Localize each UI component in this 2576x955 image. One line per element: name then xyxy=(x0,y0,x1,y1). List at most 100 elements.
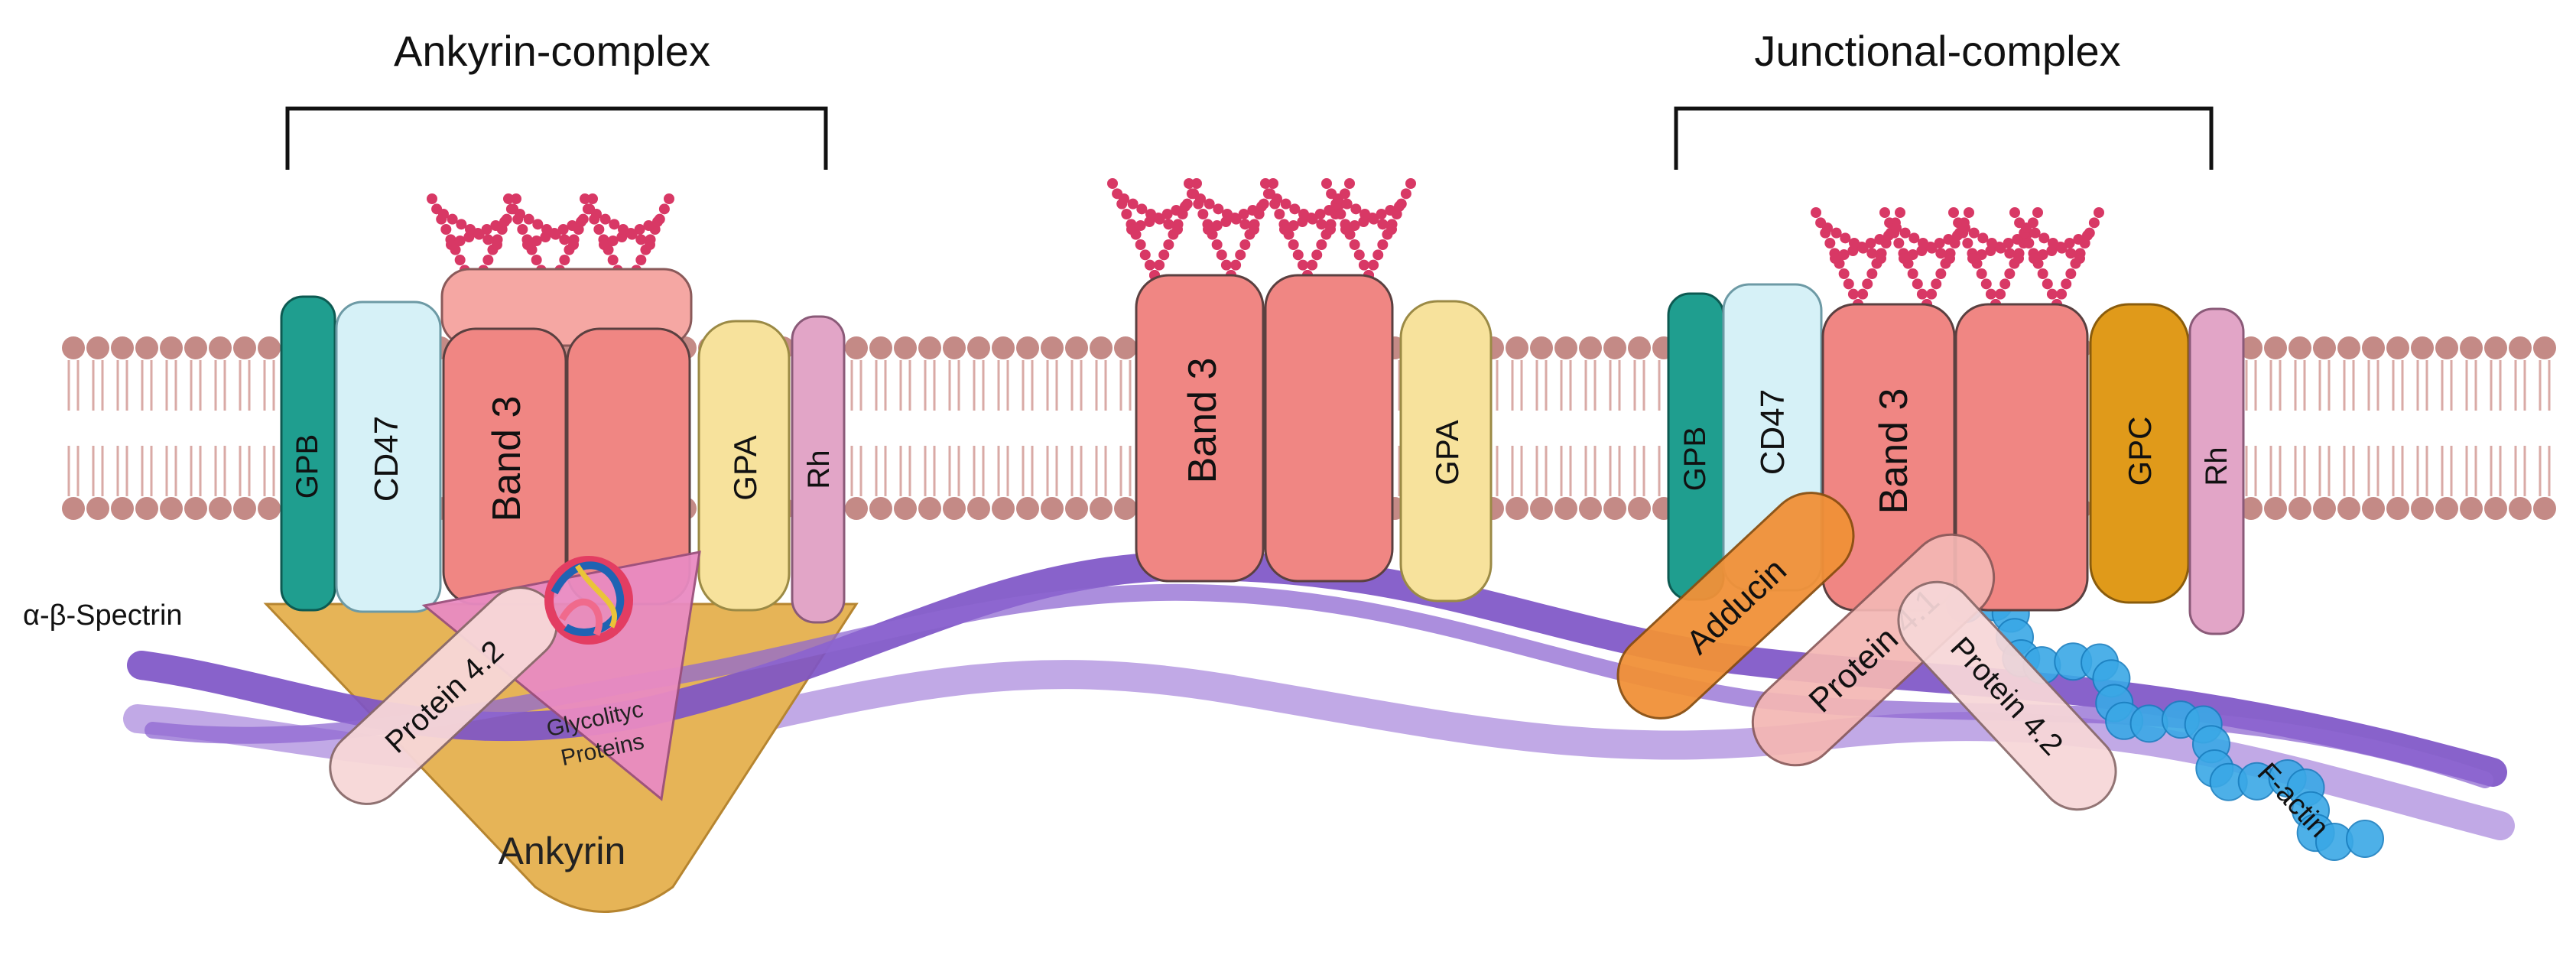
f-actin-bead xyxy=(2129,704,2168,743)
glycan-bead xyxy=(1830,253,1840,264)
lipid-head xyxy=(2264,497,2287,520)
glycan-bead xyxy=(1203,224,1213,235)
lipid-head xyxy=(1041,497,1064,520)
lipid-head xyxy=(992,497,1015,520)
lipid-head xyxy=(2509,336,2532,359)
glycan-bead xyxy=(1830,227,1842,239)
glycan-bead xyxy=(1405,178,1416,189)
glycan-bead xyxy=(1121,209,1132,219)
glycan-bead xyxy=(1967,253,1978,264)
glycan-bead xyxy=(1980,278,1992,290)
glycan-bead xyxy=(1135,220,1146,231)
glycan-bead xyxy=(1931,278,1942,290)
glycan-bead xyxy=(511,193,521,204)
glycan-bead xyxy=(1333,193,1343,204)
glycan-bead xyxy=(1948,207,1959,218)
glycan-bead xyxy=(1865,238,1876,248)
gpb-protein xyxy=(280,295,336,612)
glycan-bead xyxy=(2088,217,2100,229)
lipid-head xyxy=(184,336,207,359)
glycan-bead xyxy=(1377,239,1389,250)
glycan-bead xyxy=(1260,178,1271,189)
lipid-head xyxy=(209,336,232,359)
glycan-bead xyxy=(1136,203,1148,215)
glycan-bead xyxy=(1195,193,1206,204)
lipid-head xyxy=(1090,497,1113,520)
glycan-bead xyxy=(1249,224,1259,235)
lipid-head xyxy=(2533,497,2556,520)
glycan-bead xyxy=(427,193,437,204)
glycan-bead xyxy=(1372,249,1384,261)
lipid-head xyxy=(111,336,134,359)
gpb-label: GPB xyxy=(1678,427,1712,491)
glycan-bead xyxy=(1307,213,1318,225)
glycan-bead xyxy=(1976,249,1987,260)
rh-label: Rh xyxy=(802,450,836,489)
glycan-bead xyxy=(1838,268,1850,279)
enzyme-cluster-icon xyxy=(544,556,633,645)
glycan-bead xyxy=(1811,207,1821,218)
glycan-bead xyxy=(2048,238,2058,248)
glycan-bead xyxy=(1849,238,1860,248)
glycan-bead xyxy=(591,209,602,219)
glycan-bead xyxy=(1341,198,1353,210)
glycan-bead xyxy=(531,236,542,246)
glycan-bead xyxy=(2003,238,2014,248)
glycan-bead xyxy=(531,255,542,265)
lipid-head xyxy=(1041,336,1064,359)
lipid-head xyxy=(1065,497,1088,520)
glycan-bead xyxy=(2032,207,2043,218)
lipid-head xyxy=(1530,336,1553,359)
glycan-bead xyxy=(1866,268,1878,279)
lipid-head xyxy=(233,336,256,359)
glycan-bead xyxy=(1879,207,1890,218)
junctional-complex-bracket xyxy=(1674,106,2214,170)
glycan-bead xyxy=(1926,242,1938,254)
lipid-head xyxy=(86,336,109,359)
glycan-bead xyxy=(1256,201,1267,212)
lipid-head xyxy=(1554,497,1577,520)
lipid-head xyxy=(2313,336,2336,359)
glycan-bead xyxy=(1297,259,1308,271)
lipid-head xyxy=(869,497,892,520)
glycan-bead xyxy=(1359,209,1370,219)
glycan-bead xyxy=(522,239,533,250)
gpa-label: GPA xyxy=(1429,420,1465,486)
glycan-bead xyxy=(618,224,629,235)
glycan-bead xyxy=(2065,268,2077,279)
lipid-head xyxy=(2435,336,2458,359)
glycan-bead xyxy=(1163,219,1174,230)
glycan-bead xyxy=(1907,249,1918,260)
glycan-bead xyxy=(559,234,570,245)
glycan-bead xyxy=(482,234,494,245)
lipid-head xyxy=(1114,336,1137,359)
glycan-bead xyxy=(635,255,647,265)
rh-label: Rh xyxy=(2200,447,2233,486)
glycan-bead xyxy=(2029,227,2041,239)
glycan-bead xyxy=(652,216,663,227)
glycan-bead xyxy=(1935,268,1947,279)
lipid-head xyxy=(2484,336,2507,359)
glycan-bead xyxy=(1995,288,2006,300)
glycan-bead xyxy=(2061,278,2072,290)
lipid-head xyxy=(2240,497,2263,520)
lipid-head xyxy=(2460,336,2483,359)
lipid-head xyxy=(1530,497,1553,520)
glycan-bead xyxy=(1985,288,1996,300)
glycan-bead xyxy=(2065,248,2077,259)
glycan-bead xyxy=(2056,288,2068,300)
glycan-bead xyxy=(1211,239,1223,250)
glycan-bead xyxy=(2046,288,2058,300)
lipid-head xyxy=(1016,336,1039,359)
band3-protein xyxy=(1264,274,1394,583)
glycan-bead xyxy=(593,224,605,235)
glycan-bead xyxy=(1862,278,1873,290)
glycan-bead xyxy=(1161,209,1173,219)
glycan-bead xyxy=(1840,232,1851,244)
lipid-head xyxy=(2337,497,2360,520)
glycan-bead xyxy=(440,224,452,235)
lipid-head xyxy=(111,497,134,520)
glycan-bead xyxy=(1376,209,1387,219)
glycan-bead xyxy=(1916,288,1928,300)
